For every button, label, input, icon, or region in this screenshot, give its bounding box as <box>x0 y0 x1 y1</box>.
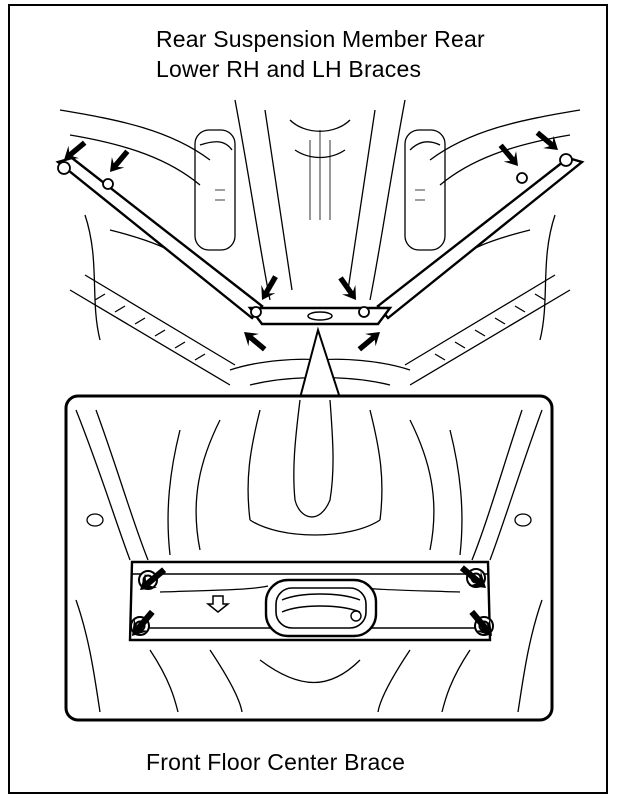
bolt-icon <box>516 172 528 184</box>
figure-frame <box>8 4 608 794</box>
bolt-icon <box>250 306 262 318</box>
arrow-icon <box>103 146 134 178</box>
bolt-icon <box>358 306 370 318</box>
arrow-icon <box>354 325 386 356</box>
front-brace-caption: Front Floor Center Brace <box>146 749 406 775</box>
arrow-icon <box>333 273 363 305</box>
bolt-icon <box>57 161 71 175</box>
rear-lower-braces <box>55 156 585 326</box>
center-brace-plate <box>128 560 492 642</box>
rear-underbody-illustration <box>59 99 581 386</box>
detail-callout-pointer <box>299 326 341 399</box>
bolt-icon <box>102 178 114 190</box>
rear-brace-bolts <box>57 153 573 318</box>
rear-caption-line-2: Lower RH and LH Braces <box>156 56 422 82</box>
front-floor-brace-inset <box>64 394 554 722</box>
bolt-icon <box>559 153 573 167</box>
arrow-icon <box>238 325 270 356</box>
rear-braces-caption: Rear Suspension Member Rear Lower RH and… <box>156 24 485 84</box>
rear-caption-line-1: Rear Suspension Member Rear <box>156 26 485 52</box>
arrow-icon <box>494 140 525 172</box>
arrow-icon <box>254 272 283 305</box>
down-arrow-icon <box>205 595 231 613</box>
